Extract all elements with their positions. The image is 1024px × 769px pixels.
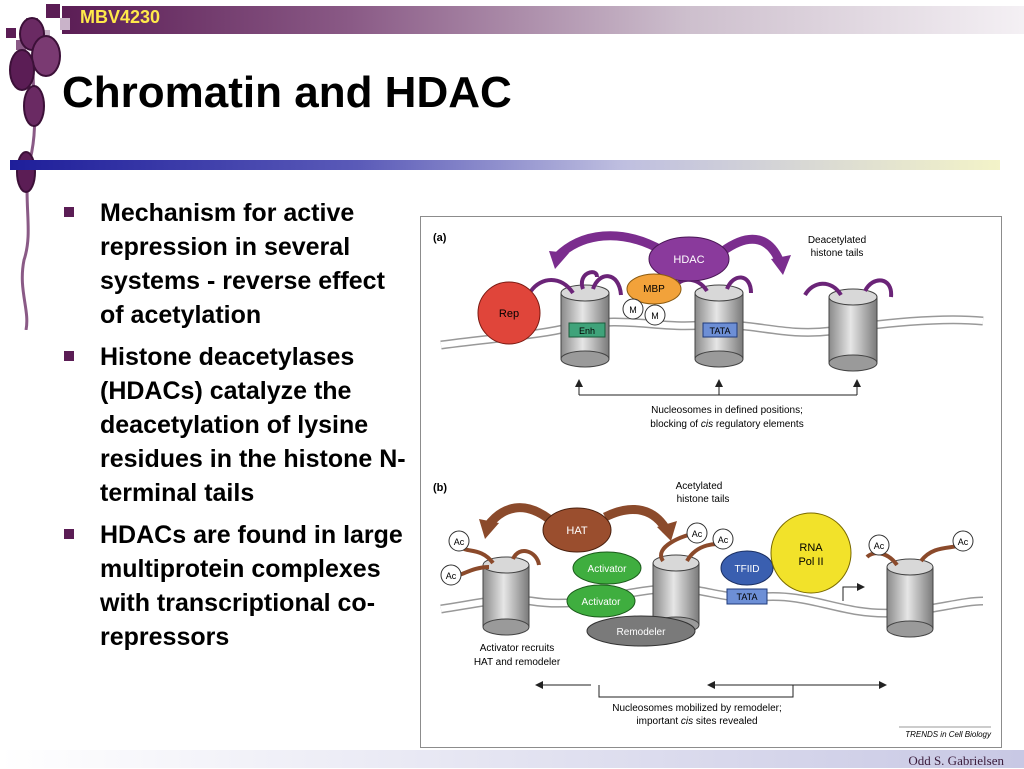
- bullet-item: Histone deacetylases (HDACs) catalyze th…: [62, 340, 412, 510]
- tata-box-a: [702, 322, 738, 338]
- svg-text:Ac: Ac: [718, 535, 729, 545]
- chromatin-figure: (a) Rep HDAC MBP M: [420, 216, 1002, 748]
- bullet-text: Mechanism for active repression in sever…: [100, 199, 385, 329]
- header-bar: [62, 6, 1024, 34]
- vine-decoration: [6, 4, 70, 330]
- position-arrows-a: [575, 379, 861, 396]
- bullet-square-icon: [64, 207, 74, 217]
- rna-pol-ii: [770, 512, 852, 594]
- deacetylated-label-line1: Deacetylated: [808, 235, 866, 246]
- remodeler-protein: [586, 615, 696, 647]
- activator-label: Activator: [588, 564, 628, 575]
- panel-a-label: (a): [433, 232, 447, 244]
- bullet-square-icon: [64, 351, 74, 361]
- enhancer-element: [568, 322, 606, 338]
- deacetylated-label-line2: histone tails: [811, 248, 864, 259]
- enh-label: Enh: [579, 326, 595, 336]
- hat-arrow-right: [602, 505, 671, 534]
- hdac-arrow-right: [720, 234, 786, 267]
- activator-label: Activator: [582, 597, 622, 608]
- hdac-label: HDAC: [673, 254, 704, 266]
- svg-text:M: M: [629, 305, 637, 315]
- panel-b-caption-line2: important cis sites revealed: [636, 716, 757, 727]
- mobilization-arrows: [535, 681, 887, 698]
- footer-author: Odd S. Gabrielsen: [908, 753, 1004, 768]
- panel-b-label: (b): [433, 482, 447, 494]
- bullet-list: Mechanism for active repression in sever…: [62, 196, 412, 662]
- nucleosome: [828, 288, 878, 372]
- bullet-text: HDACs are found in large multiprotein co…: [100, 521, 403, 651]
- panel-a-caption-line1: Nucleosomes in defined positions;: [651, 405, 803, 416]
- tfiid-protein: [720, 550, 774, 586]
- svg-text:Ac: Ac: [446, 571, 457, 581]
- bullet-item: Mechanism for active repression in sever…: [62, 196, 412, 332]
- acetylated-label-line1: Acetylated: [676, 481, 723, 492]
- panel-a-caption-line2: blocking of cis regulatory elements: [650, 419, 803, 430]
- transcription-start-arrow: [842, 583, 865, 601]
- bullet-text: Histone deacetylases (HDACs) catalyze th…: [100, 343, 406, 507]
- svg-text:Ac: Ac: [874, 541, 885, 551]
- rna-pol-label-line1: RNA: [799, 542, 823, 554]
- bullet-item: HDACs are found in large multiprotein co…: [62, 518, 412, 654]
- activator-protein: [572, 551, 642, 585]
- figure-credit: TRENDS in Cell Biology: [905, 730, 992, 739]
- hdac-arrow-left: [553, 231, 666, 261]
- panel-b-caption-line1: Nucleosomes mobilized by remodeler;: [612, 703, 782, 714]
- tata-label-a: TATA: [710, 326, 731, 336]
- hat-label: HAT: [566, 525, 587, 537]
- recruits-label-line2: HAT and remodeler: [474, 657, 561, 668]
- hat-protein: [542, 507, 612, 553]
- nucleosome: [886, 558, 934, 638]
- title-underline: [10, 160, 1000, 170]
- tata-label-b: TATA: [737, 592, 758, 602]
- bullet-square-icon: [64, 529, 74, 539]
- ac-marks: Ac Ac Ac Ac Ac Ac: [440, 522, 974, 586]
- activator-protein: [566, 584, 636, 618]
- methyl-mark: [622, 298, 644, 320]
- mbp-label: MBP: [643, 284, 665, 295]
- course-code: MBV4230: [80, 7, 161, 27]
- hdac-protein: [648, 236, 730, 282]
- svg-text:Ac: Ac: [692, 529, 703, 539]
- recruits-label-line1: Activator recruits: [480, 643, 554, 654]
- svg-text:M: M: [651, 311, 659, 321]
- remodeler-label: Remodeler: [617, 627, 667, 638]
- methyl-mark: [644, 304, 666, 326]
- rep-label: Rep: [499, 308, 519, 320]
- svg-text:Ac: Ac: [958, 537, 969, 547]
- hat-arrow-left: [483, 503, 552, 530]
- slide-title: Chromatin and HDAC: [62, 68, 512, 117]
- rep-protein: [477, 281, 541, 345]
- nucleosome: [482, 556, 530, 636]
- tata-box-b: [726, 588, 768, 605]
- tfiid-label: TFIID: [735, 564, 760, 575]
- mbp-protein: [626, 273, 682, 305]
- svg-text:Ac: Ac: [454, 537, 465, 547]
- acetylated-label-line2: histone tails: [677, 494, 730, 505]
- rna-pol-label-line2: Pol II: [798, 556, 823, 568]
- footer-bar: [0, 750, 1024, 768]
